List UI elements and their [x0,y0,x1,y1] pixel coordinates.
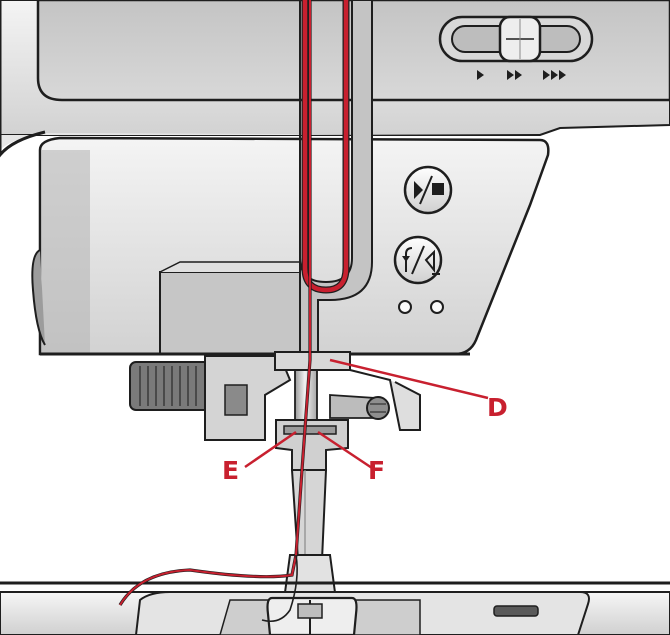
presser-foot-shank [284,470,336,600]
start-stop-icon[interactable] [405,167,451,213]
callout-label-f: F [368,458,385,483]
needle-head-housing [32,138,548,354]
presser-foot-lever [130,356,290,440]
callout-label-d: D [487,395,508,420]
reverse-stitch-icon[interactable] [395,237,441,283]
speed-slider-icon[interactable] [440,17,592,61]
presser-foot [268,598,357,635]
callout-label-e: E [222,458,239,483]
